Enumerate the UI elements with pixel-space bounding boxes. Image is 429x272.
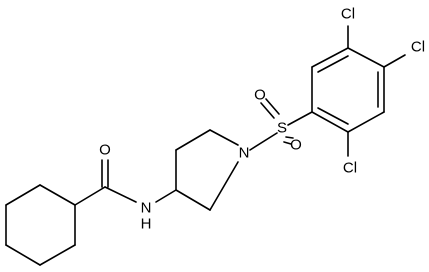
bond	[347, 111, 385, 133]
bond	[317, 55, 349, 73]
cyclohexane-ring	[5, 184, 76, 266]
bond	[5, 184, 41, 206]
bond	[175, 189, 211, 211]
sulfonyl-oxygen-bottom-label: O	[290, 137, 302, 154]
piperidine-ring	[175, 129, 239, 211]
bond	[285, 136, 294, 139]
amide-hydrogen-label: H	[141, 216, 152, 233]
bond	[175, 129, 211, 151]
bond	[209, 161, 239, 211]
bond	[104, 186, 137, 203]
bond	[260, 102, 275, 119]
bond	[155, 189, 177, 203]
bond	[347, 47, 385, 68]
sulfur-label: S	[277, 120, 287, 137]
bond	[39, 184, 76, 206]
chlorine-bottom-label: Cl	[343, 160, 357, 177]
amide-nitrogen-label: N	[141, 200, 152, 217]
bond	[209, 129, 239, 146]
bond	[287, 111, 313, 126]
bond	[283, 141, 292, 145]
chlorine-right-label: Cl	[411, 39, 425, 56]
chlorine-top-label: Cl	[341, 6, 355, 23]
bond	[5, 244, 41, 266]
bond	[383, 54, 406, 68]
bond	[311, 111, 349, 133]
bond	[311, 47, 349, 68]
bond	[39, 244, 76, 266]
oxygen-carbonyl-label: O	[99, 142, 111, 159]
bond	[249, 132, 278, 151]
amide-group	[74, 159, 177, 206]
bond	[74, 186, 106, 206]
sulfonyl-oxygen-top-label: O	[254, 87, 266, 104]
sulfonyl-group	[249, 98, 313, 151]
piperidine-nitrogen-label: N	[239, 145, 250, 162]
trichlorophenyl-ring	[311, 25, 406, 157]
bond	[265, 98, 280, 115]
bond	[317, 107, 349, 125]
